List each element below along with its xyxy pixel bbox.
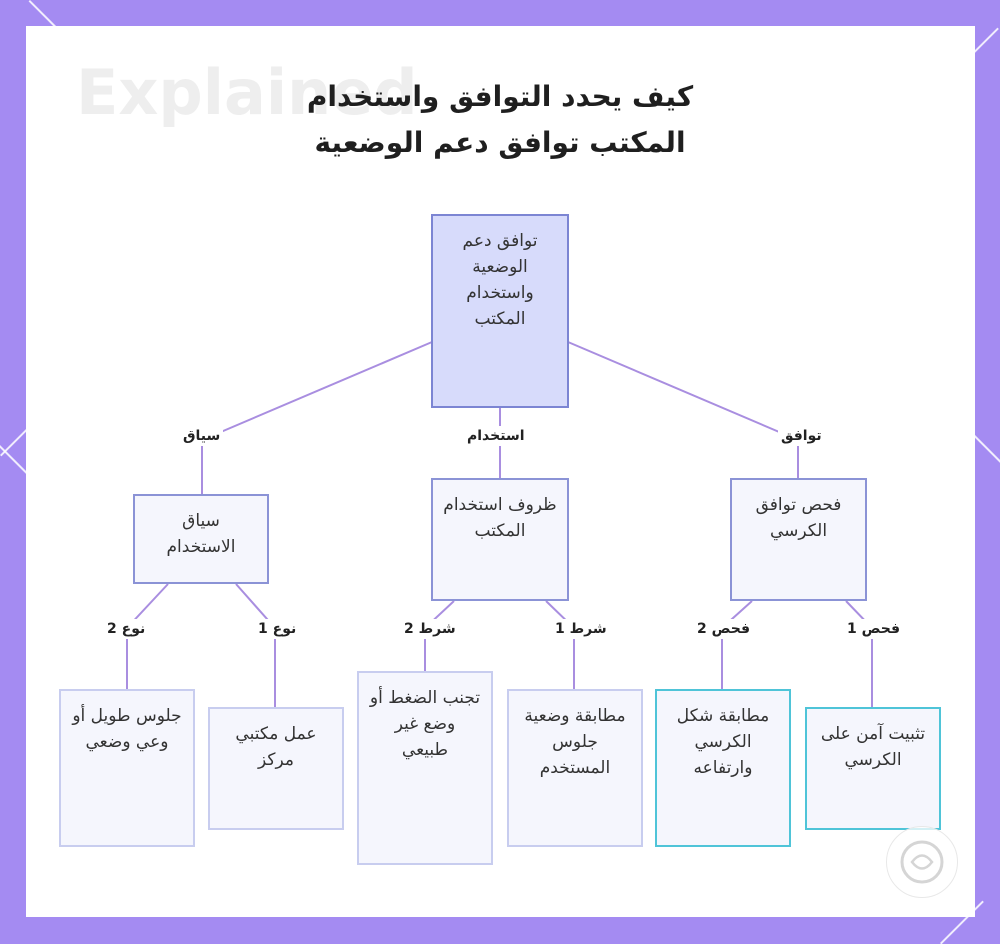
title-line-1: كيف يحدد التوافق واستخدام [306, 80, 694, 113]
edge-label-usage: استخدام [464, 426, 528, 446]
edge-label-type1: نوع 1 [255, 619, 300, 639]
edge-context-type1 [235, 583, 276, 707]
node-ctx-type1: عمل مكتبي مركز [208, 707, 344, 830]
node-use-cond2: تجنب الضغط أو وضع غير طبيعي [357, 671, 493, 865]
edge-label-compat: توافق [778, 426, 825, 446]
edge-label-context: سياق [180, 426, 224, 446]
brand-logo-icon [886, 826, 958, 898]
node-comp-check1: تثبيت آمن على الكرسي [805, 707, 941, 830]
edge-label-type2: نوع 2 [104, 619, 149, 639]
node-usage: ظروف استخدام المكتب [431, 478, 569, 601]
node-ctx-type2: جلوس طويل أو وعي وضعي [59, 689, 195, 847]
node-root: توافق دعم الوضعية واستخدام المكتب [431, 214, 569, 408]
edge-compat-check1 [845, 600, 873, 707]
diagram-title: كيف يحدد التوافق واستخدام المكتب توافق د… [0, 74, 1000, 166]
node-compat: فحص توافق الكرسي [730, 478, 867, 601]
edge-usage-cond1 [545, 600, 575, 689]
edge-label-cond2: شرط 2 [401, 619, 459, 639]
edge-compat-check2 [721, 600, 753, 689]
edge-label-cond1: شرط 1 [552, 619, 610, 639]
node-use-cond1: مطابقة وضعية جلوس المستخدم [507, 689, 643, 847]
edge-root-context [201, 341, 433, 495]
node-comp-check2: مطابقة شكل الكرسي وارتفاعه [655, 689, 791, 847]
edge-label-check2: فحص 2 [694, 619, 753, 639]
node-context: سياق الاستخدام [133, 494, 269, 584]
background-watermark: Explained [76, 56, 418, 129]
title-line-2: المكتب توافق دعم الوضعية [314, 126, 686, 159]
edge-root-compat [567, 341, 799, 478]
edge-label-check1: فحص 1 [844, 619, 903, 639]
